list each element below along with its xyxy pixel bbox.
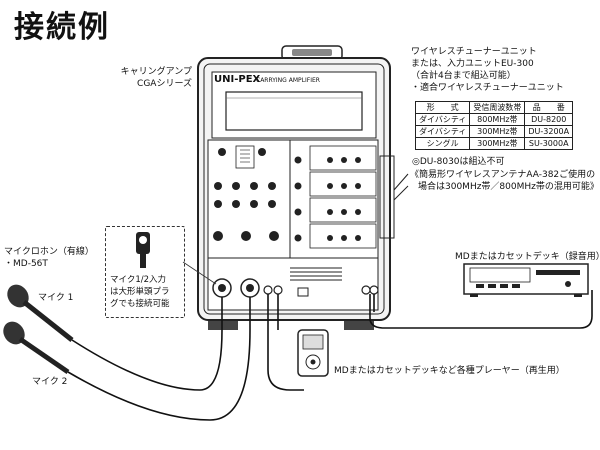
player-label: MDまたはカセットデッキなど各種プレーヤー（再生用） <box>334 366 565 376</box>
table-cell: 800MHz帯 <box>469 113 526 126</box>
table-row: シングル 300MHz帯 SU-3000A <box>414 137 574 150</box>
amplifier-label-line1: キャリングアンプ <box>120 67 192 77</box>
rec-out-jacks <box>361 285 379 295</box>
amplifier-unit <box>197 45 391 330</box>
wireless-tuner-table: 形 式 受信周波数帯 品 番 ダイバシティ 800MHz帯 DU-8200 ダイ… <box>414 101 574 150</box>
table-cell: シングル <box>414 137 471 150</box>
wireless-heading: ワイヤレスチューナーユニット または、入力ユニットEU-300 （合計4台まで組… <box>411 46 564 94</box>
wireless-heading-line4: ・適合ワイヤレスチューナーユニット <box>411 83 564 93</box>
plug-callout-box <box>105 226 185 318</box>
recorder-label: MDまたはカセットデッキ（録音用） <box>455 252 600 262</box>
microphone-1 <box>7 284 74 342</box>
table-cell: 300MHz帯 <box>469 125 526 138</box>
table-row: ダイバシティ 800MHz帯 DU-8200 <box>414 113 574 126</box>
amplifier-label: キャリングアンプ CGAシリーズ <box>114 66 192 90</box>
table-header-row: 形 式 受信周波数帯 品 番 <box>414 101 574 114</box>
table-cell: DU-3200A <box>524 125 574 138</box>
player-cable <box>267 294 304 391</box>
plug-callout-line2: は大形単頭プラ <box>110 287 170 297</box>
wireless-note-2-line1: 《簡易形ワイヤレスアンテナAA-382ご使用の <box>410 170 596 180</box>
table-cell: SU-3000A <box>524 137 574 150</box>
plug-callout-line3: グでも接続可能 <box>110 299 170 309</box>
portable-player <box>297 329 329 377</box>
amplifier-brand: UNI-PEX <box>214 74 261 85</box>
table-header-cell: 形 式 <box>414 101 471 114</box>
microphone-label-line2: ・MD-56T <box>4 259 48 269</box>
table-cell: DU-8200 <box>524 113 574 126</box>
wireless-heading-line1: ワイヤレスチューナーユニット <box>411 47 537 57</box>
microphone-label-line1: マイクロホン（有線） <box>4 247 94 257</box>
wireless-note-1: ◎DU-8030は組込不可 <box>412 157 505 167</box>
large-plug-callout <box>136 232 217 285</box>
wireless-heading-line3: （合計4台まで組込可能） <box>411 71 516 81</box>
table-cell: 300MHz帯 <box>469 137 526 150</box>
microphone-2 <box>3 321 70 375</box>
table-row: ダイバシティ 300MHz帯 DU-3200A <box>414 125 574 138</box>
table-header-cell: 品 番 <box>524 101 574 114</box>
wireless-note-2: 《簡易形ワイヤレスアンテナAA-382ご使用の 場合は300MHz帯／800MH… <box>410 169 599 193</box>
table-cell: ダイバシティ <box>414 113 471 126</box>
page-title: 接続例 <box>14 10 110 45</box>
amplifier-model-text: CARRYING AMPLIFIER <box>256 77 320 84</box>
wireless-note-2-line2: 場合は300MHz帯／800MHz帯の混用可能》 <box>418 182 599 192</box>
mic-2-label: マイク 2 <box>32 377 68 387</box>
recording-deck <box>463 263 589 297</box>
wireless-heading-line2: または、入力ユニットEU-300 <box>411 59 534 69</box>
wireless-bracket <box>379 155 409 239</box>
plug-callout-text: マイク1/2入力 は大形単頭プラ グでも接続可能 <box>110 274 170 310</box>
amplifier-label-line2: CGAシリーズ <box>137 79 192 89</box>
table-cell: ダイバシティ <box>414 125 471 138</box>
mic-input-jacks <box>212 278 260 298</box>
recorder-cable <box>369 290 593 329</box>
mic-1-label: マイク 1 <box>38 293 74 303</box>
table-header-cell: 受信周波数帯 <box>469 101 526 114</box>
mic-cables <box>67 297 251 421</box>
microphone-label: マイクロホン（有線） ・MD-56T <box>4 246 94 270</box>
plug-callout-line1: マイク1/2入力 <box>110 275 167 285</box>
